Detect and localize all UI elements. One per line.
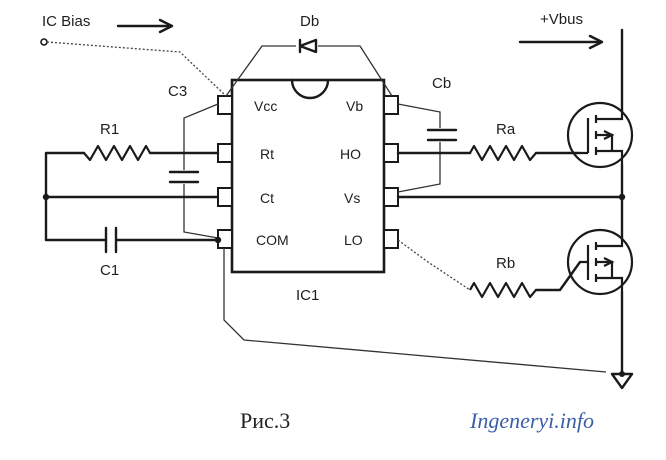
ic-label: IC1: [296, 287, 319, 304]
pin-label-lo: LO: [344, 232, 363, 248]
pin-box-ct: [217, 187, 233, 207]
rb-label: Rb: [496, 255, 515, 272]
wire-cb-vs: [397, 142, 441, 193]
db-label: Db: [300, 13, 319, 30]
node-com: [214, 236, 222, 244]
pin-box-rt: [217, 143, 233, 163]
pin-box-ho: [383, 143, 399, 163]
resistor-ra-icon: [469, 144, 537, 162]
vbus-arrow-head: [588, 34, 604, 50]
pin-label-com: COM: [256, 232, 289, 248]
ic-notch: [290, 78, 330, 100]
wire-db-to-vb: [318, 45, 393, 97]
capacitor-c3-icon: [168, 170, 200, 184]
wire-vcc-c3: [183, 103, 219, 170]
wire-c3-com: [183, 184, 219, 239]
ra-label: Ra: [496, 121, 516, 138]
ic-bias-terminal: [40, 38, 48, 46]
figure-caption: Рис.3: [240, 408, 290, 433]
wire-lo-rb: [397, 239, 471, 291]
r1-label: R1: [100, 121, 119, 138]
diode-db-icon: [298, 38, 318, 54]
capacitor-c1-icon: [44, 226, 220, 254]
pin-label-vb: Vb: [346, 98, 363, 114]
node-ct: [42, 193, 50, 201]
pin-box-vb: [383, 95, 399, 115]
ic-bias-arrow-head: [158, 18, 174, 34]
wire-com-ground: [223, 248, 607, 373]
pin-box-lo: [383, 229, 399, 249]
ic-bias-label: IC Bias: [42, 13, 90, 30]
cb-label: Cb: [432, 75, 451, 92]
mosfet-low-side-icon: [566, 228, 634, 296]
wire-bias-to-vcc: [46, 41, 227, 97]
watermark-text: Ingeneryi.info: [469, 408, 594, 433]
pin-box-vcc: [217, 95, 233, 115]
pin-label-ct: Ct: [260, 190, 274, 206]
wire-rb-gate: [534, 260, 582, 292]
wire-r1-left: [44, 151, 86, 242]
ic-body: [230, 78, 386, 274]
c3-label: C3: [168, 83, 187, 100]
resistor-rb-icon: [469, 281, 537, 299]
wire-vcc-to-db: [225, 45, 296, 97]
wire-vb-cb: [397, 103, 441, 128]
pin-label-vcc: Vcc: [254, 98, 277, 114]
vbus-label: +Vbus: [540, 11, 583, 28]
pin-label-vs: Vs: [344, 190, 360, 206]
pin-label-ho: HO: [340, 146, 361, 162]
c1-label: C1: [100, 262, 119, 279]
capacitor-cb-icon: [426, 128, 458, 142]
mosfet-high-side-icon: [566, 101, 634, 169]
pin-label-rt: Rt: [260, 146, 274, 162]
node-ground: [619, 371, 625, 377]
resistor-r1-icon: [83, 144, 151, 162]
pin-box-vs: [383, 187, 399, 207]
